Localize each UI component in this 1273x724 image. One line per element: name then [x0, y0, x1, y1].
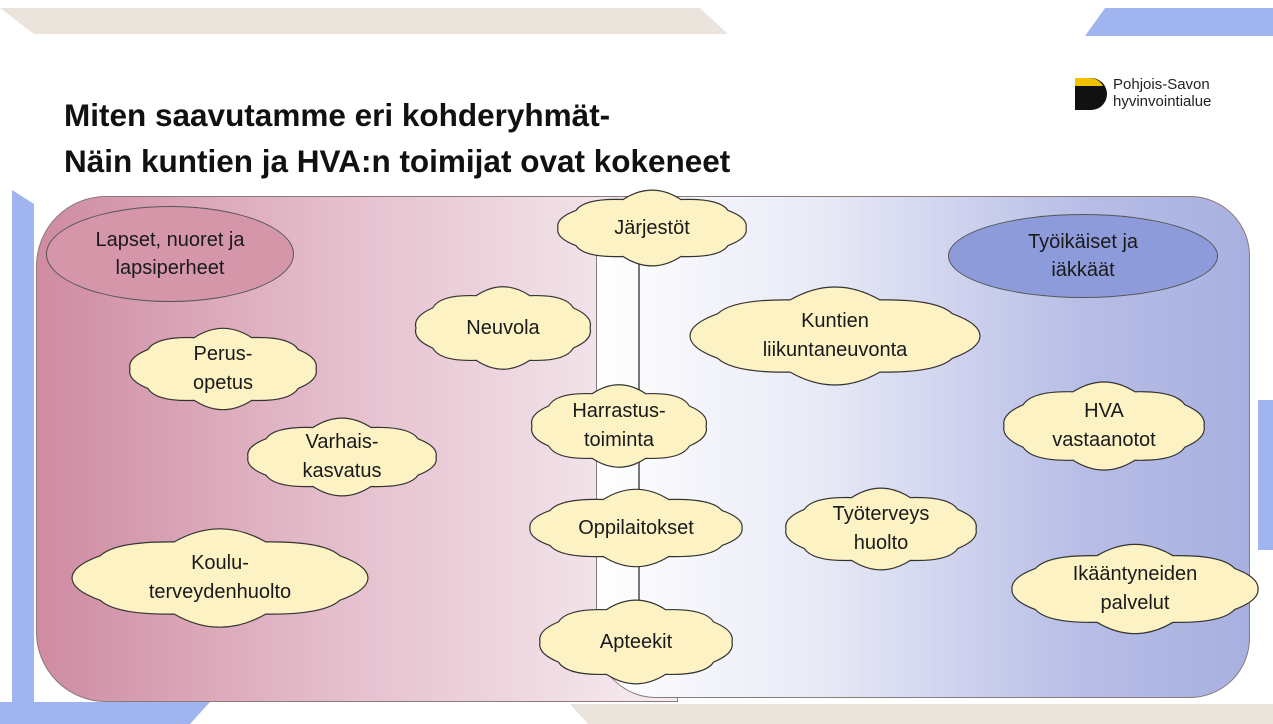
- cloud-label: Ikääntyneiden palvelut: [1000, 542, 1270, 636]
- left-blue-band: [12, 190, 34, 724]
- cloud-apteekit: Apteekit: [528, 596, 744, 688]
- cloud-shape: [71, 528, 369, 628]
- top-right-blue-band: [1085, 8, 1273, 36]
- cloud-text-line: Työterveys: [832, 503, 930, 525]
- cloud-ikaantyneiden-palvelut: Ikääntyneiden palvelut: [1000, 542, 1270, 636]
- cloud-neuvola: Neuvola: [404, 282, 602, 374]
- cloud-outline: [530, 384, 708, 468]
- cloud-outline: [539, 599, 733, 685]
- group-adults-ellipse: Työikäiset ja iäkkäät: [948, 214, 1218, 298]
- cloud-outline: [529, 488, 743, 568]
- cloud-shape: [557, 189, 747, 267]
- organization-logo: Pohjois-Savon hyvinvointialue: [1073, 76, 1263, 120]
- cloud-text-line: Harrastus-: [572, 400, 666, 422]
- center-connector-line: [638, 258, 640, 678]
- cloud-outline: [1003, 381, 1205, 471]
- cloud-hva-vastaanotot: HVA vastaanotot: [992, 378, 1216, 474]
- group-children-ellipse: Lapset, nuoret ja lapsiperheet: [46, 206, 294, 302]
- cloud-outline: [129, 327, 317, 411]
- cloud-label: Kuntien liikuntaneuvonta: [678, 286, 992, 386]
- cloud-text-line: Varhais-: [305, 431, 379, 453]
- cloud-text-line: huolto: [853, 532, 909, 554]
- cloud-outline: [71, 528, 369, 628]
- cloud-text-line: vastaanotot: [1052, 429, 1156, 451]
- cloud-shape: [1003, 381, 1205, 471]
- cloud-shape: [530, 384, 708, 468]
- title-line-1: Miten saavutamme eri kohderyhmät-: [64, 97, 611, 133]
- cloud-outline: [689, 286, 981, 386]
- cloud-text-line: Ikääntyneiden: [1072, 563, 1198, 585]
- cloud-perusopetus: Perus- opetus: [118, 324, 328, 414]
- cloud-text-line: liikuntaneuvonta: [762, 339, 908, 361]
- cloud-text-line: terveydenhuolto: [148, 581, 292, 603]
- cloud-shape: [1011, 543, 1259, 635]
- cloud-text-line: HVA: [1084, 400, 1124, 422]
- logo-text-line-1: Pohjois-Savon: [1113, 76, 1210, 93]
- cloud-outline: [247, 417, 437, 497]
- cloud-shape: [129, 327, 317, 411]
- cloud-shape: [539, 599, 733, 685]
- page-title: Miten saavutamme eri kohderyhmät- Näin k…: [64, 92, 730, 184]
- group-children-line-2: lapsiperheet: [115, 257, 225, 279]
- cloud-text-line: Oppilaitokset: [578, 516, 694, 539]
- cloud-outline: [557, 189, 747, 267]
- cloud-label: Oppilaitokset: [518, 486, 754, 570]
- cloud-label: Perus- opetus: [118, 324, 328, 414]
- cloud-shape: [414, 286, 592, 370]
- cloud-harrastustoiminta: Harrastus- toiminta: [520, 380, 718, 472]
- cloud-label: Apteekit: [528, 596, 744, 688]
- cloud-text-line: Järjestöt: [614, 216, 690, 239]
- cloud-kouluterveydenhuolto: Koulu- terveydenhuolto: [60, 528, 380, 628]
- logo-mark-icon: [1075, 78, 1107, 110]
- title-line-2: Näin kuntien ja HVA:n toimijat ovat koke…: [64, 143, 731, 179]
- cloud-label: Järjestöt: [546, 186, 758, 270]
- cloud-text-line: Apteekit: [599, 630, 673, 653]
- group-children-line-1: Lapset, nuoret ja: [95, 229, 245, 251]
- cloud-label: HVA vastaanotot: [992, 378, 1216, 474]
- cloud-outline: [1011, 543, 1259, 635]
- cloud-text-line: Neuvola: [466, 316, 540, 339]
- group-adults-line-1: Työikäiset ja: [1027, 231, 1139, 253]
- cloud-jarjestot: Järjestöt: [546, 186, 758, 270]
- cloud-text-line: Koulu-: [191, 552, 249, 574]
- top-beige-band: [0, 8, 728, 34]
- cloud-varhaiskasvatus: Varhais- kasvatus: [236, 414, 448, 500]
- cloud-outline: [414, 286, 592, 370]
- cloud-outline: [785, 487, 977, 571]
- cloud-label: Koulu- terveydenhuolto: [60, 528, 380, 628]
- cloud-shape: [247, 417, 437, 497]
- cloud-label: Varhais- kasvatus: [236, 414, 448, 500]
- cloud-shape: [785, 487, 977, 571]
- cloud-label: Työterveys huolto: [774, 484, 988, 574]
- bottom-left-blue-band: [0, 702, 210, 724]
- cloud-text-line: palvelut: [1100, 592, 1170, 614]
- cloud-shape: [529, 488, 743, 568]
- logo-text-line-2: hyvinvointialue: [1113, 93, 1212, 110]
- cloud-tyoterveyshuolto: Työterveys huolto: [774, 484, 988, 574]
- group-adults-line-2: iäkkäät: [1051, 259, 1115, 281]
- cloud-oppilaitokset: Oppilaitokset: [518, 486, 754, 570]
- cloud-shape: [689, 286, 981, 386]
- cloud-text-line: kasvatus: [302, 460, 382, 482]
- bottom-right-beige-band: [570, 704, 1273, 724]
- cloud-liikuntaneuvonta: Kuntien liikuntaneuvonta: [678, 286, 992, 386]
- right-blue-band: [1258, 400, 1273, 550]
- cloud-text-line: opetus: [192, 372, 254, 394]
- cloud-label: Neuvola: [404, 282, 602, 374]
- cloud-label: Harrastus- toiminta: [520, 380, 718, 472]
- cloud-text-line: toiminta: [583, 429, 655, 451]
- cloud-text-line: Kuntien: [801, 310, 869, 332]
- cloud-text-line: Perus-: [193, 343, 253, 365]
